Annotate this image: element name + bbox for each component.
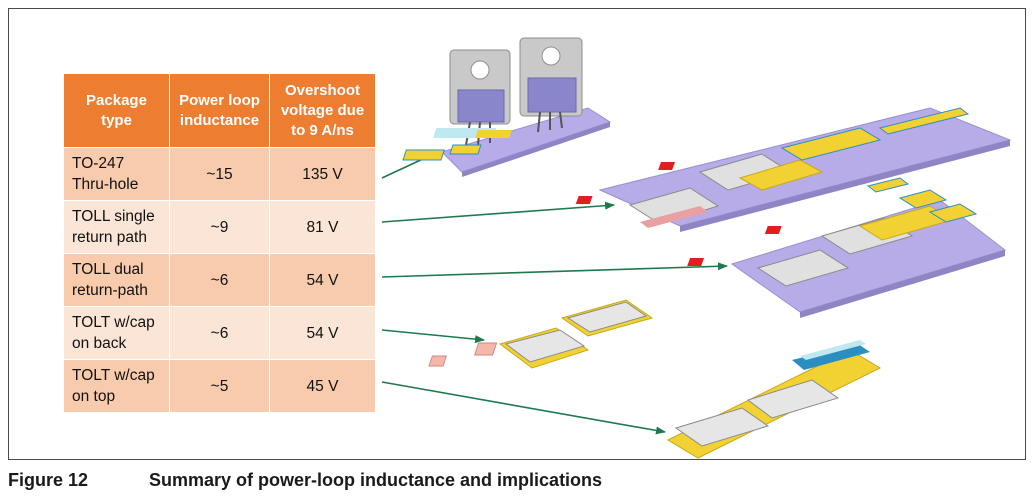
toll-dual-illustration: [687, 177, 1007, 318]
table-row: TOLL single return path ~9 81 V: [63, 200, 376, 254]
arrow-toll-dual: [381, 262, 728, 278]
inductance-cell: ~6: [169, 253, 270, 307]
tolt-back-illustration: [428, 299, 654, 369]
figure-number: Figure 12: [8, 470, 89, 490]
overshoot-cell: 54 V: [269, 306, 376, 360]
table-row: TOLL dual return-path ~6 54 V: [63, 253, 376, 307]
tolt-top-illustration: [666, 340, 882, 459]
overshoot-cell: 81 V: [269, 200, 376, 254]
overshoot-cell: 135 V: [269, 147, 376, 201]
table-row: TOLT w/cap on back ~6 54 V: [63, 306, 376, 360]
to247-illustration: [402, 37, 612, 177]
package-cell: TOLT w/cap on top: [63, 359, 170, 413]
header-power-loop-inductance: Power loop inductance: [169, 73, 270, 148]
inductance-cell: ~15: [169, 147, 270, 201]
pointer-arrows: [381, 150, 728, 435]
table-row: TOLT w/cap on top ~5 45 V: [63, 359, 376, 413]
overshoot-cell: 45 V: [269, 359, 376, 413]
table-header-row: Package type Power loop inductance Overs…: [63, 73, 376, 148]
table-row: TO-247 Thru-hole ~15 135 V: [63, 147, 376, 201]
header-overshoot-voltage: Overshoot voltage due to 9 A/ns: [269, 73, 376, 148]
inductance-cell: ~5: [169, 359, 270, 413]
toll-single-illustration: [575, 107, 1012, 232]
arrow-tolt-top: [381, 381, 666, 435]
header-package-type: Package type: [63, 73, 170, 148]
arrow-toll-single: [381, 201, 615, 223]
figure-caption-text: Summary of power-loop inductance and imp…: [149, 470, 603, 490]
inductance-summary-table: Package type Power loop inductance Overs…: [63, 73, 376, 413]
arrow-tolt-back: [381, 329, 485, 344]
inductance-cell: ~6: [169, 306, 270, 360]
inductance-cell: ~9: [169, 200, 270, 254]
figure-caption: Figure 12 Summary of power-loop inductanc…: [8, 470, 602, 491]
package-cell: TOLL single return path: [63, 200, 170, 254]
package-cell: TOLL dual return-path: [63, 253, 170, 307]
